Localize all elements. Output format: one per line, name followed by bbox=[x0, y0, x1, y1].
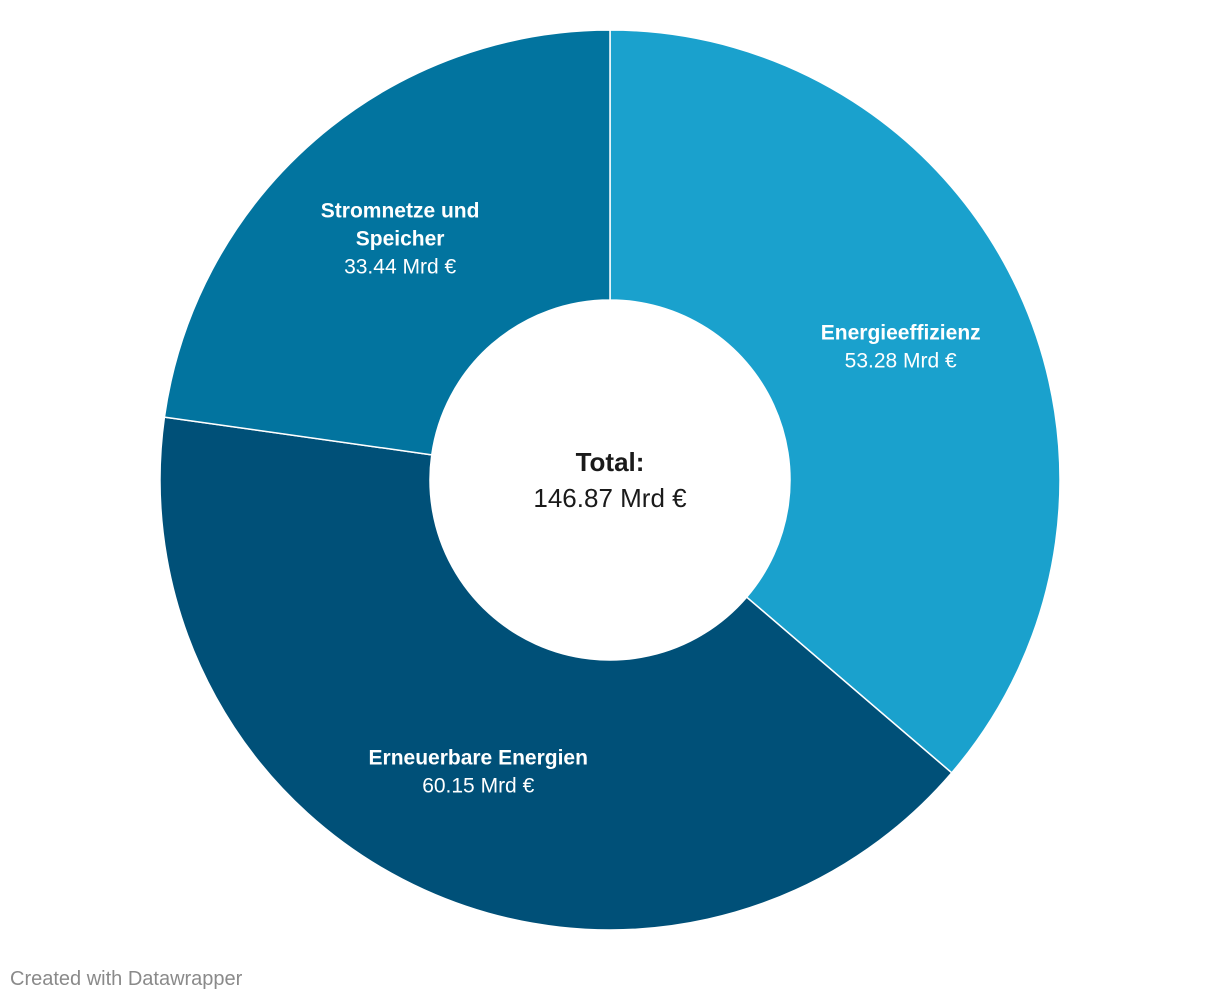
slice-label-value: 33.44 Mrd € bbox=[344, 255, 456, 278]
slice-label-name: Stromnetze und bbox=[321, 199, 480, 222]
slice-energieeffizienz bbox=[609, 29, 1061, 774]
datawrapper-credit: Created with Datawrapper bbox=[10, 968, 243, 990]
donut-slices bbox=[159, 29, 1061, 931]
center-total-title: Total: bbox=[576, 447, 645, 477]
slice-erneuerbare-energien bbox=[159, 416, 953, 931]
slice-stromnetze-und-speicher bbox=[163, 29, 611, 456]
slice-label-value: 60.15 Mrd € bbox=[422, 775, 534, 798]
slice-label-value: 53.28 Mrd € bbox=[845, 349, 957, 372]
center-total-value: 146.87 Mrd € bbox=[533, 483, 687, 513]
center-label: Total: 146.87 Mrd € bbox=[533, 447, 687, 513]
slice-label: Erneuerbare Energien 60.15 Mrd € bbox=[369, 747, 588, 798]
slice-label-name: Energieeffizienz bbox=[821, 321, 981, 344]
slice-label: Energieeffizienz 53.28 Mrd € bbox=[821, 321, 981, 372]
slice-label-name: Erneuerbare Energien bbox=[369, 747, 588, 770]
slice-labels: Energieeffizienz 53.28 Mrd € Erneuerbare E… bbox=[321, 199, 981, 797]
slice-label-name: Speicher bbox=[356, 227, 445, 250]
